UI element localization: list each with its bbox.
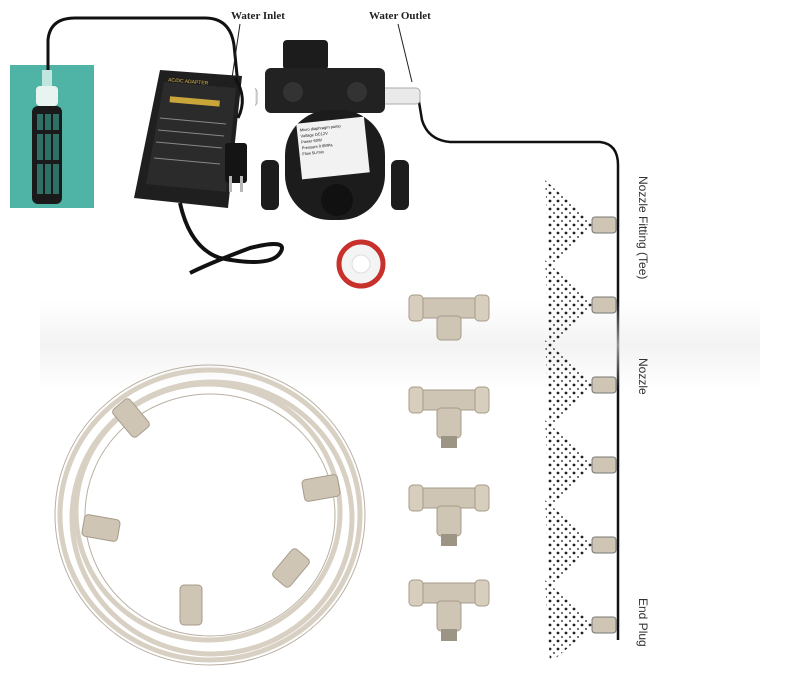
water-outlet-label: Water Outlet: [369, 10, 431, 22]
power-adapter-icon: [134, 70, 284, 275]
strainer-icon: [32, 70, 62, 204]
water-inlet-label: Water Inlet: [231, 10, 285, 22]
tee-fitting-group: [408, 294, 490, 641]
nozzle-fitting-label: Nozzle Fitting (Tee): [636, 176, 650, 280]
nozzle-label: Nozzle: [636, 358, 650, 395]
background-haze: [40, 300, 760, 390]
pump-icon: [255, 40, 421, 220]
misting-line: [545, 180, 617, 663]
tape-icon: [336, 239, 386, 289]
end-plug-label: End Plug: [636, 598, 650, 647]
tee-fitting-icon: [408, 294, 490, 341]
nozzle-icon: [591, 216, 617, 634]
tubing-coil-icon: [54, 364, 366, 666]
